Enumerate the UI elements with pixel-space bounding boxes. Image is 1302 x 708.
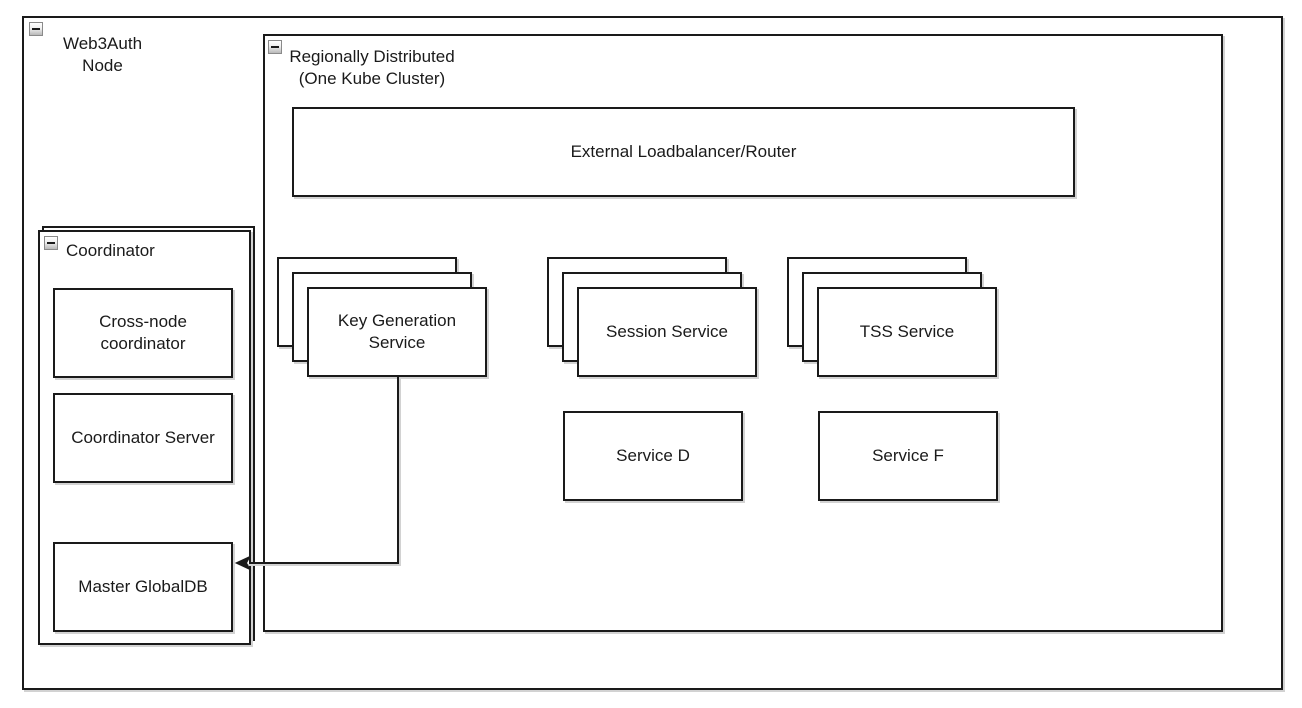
coordinator-label: Coordinator — [66, 241, 155, 260]
master-globaldb-box[interactable]: Master GlobalDB — [53, 542, 233, 632]
cross-node-coordinator-label: Cross-node coordinator — [99, 312, 187, 353]
coordinator-server-label: Coordinator Server — [71, 428, 215, 447]
key-generation-service-label: Key Generation Service — [337, 311, 457, 352]
cluster-collapse-minus-icon[interactable] — [268, 40, 282, 54]
tss-service-box[interactable]: TSS Service — [817, 287, 997, 377]
web3auth-collapse-minus-icon[interactable] — [29, 22, 43, 36]
coordinator-collapse-minus-icon[interactable] — [44, 236, 58, 250]
cross-node-coordinator-box[interactable]: Cross-node coordinator — [53, 288, 233, 378]
external-loadbalancer-label: External Loadbalancer/Router — [570, 142, 797, 161]
service-d-box[interactable]: Service D — [563, 411, 743, 501]
stack-tss-service: TSS Service — [787, 257, 999, 379]
stack-key-generation-service: Key Generation Service — [277, 257, 489, 379]
service-f-box[interactable]: Service F — [818, 411, 998, 501]
external-loadbalancer-box[interactable]: External Loadbalancer/Router — [292, 107, 1075, 197]
coordinator-server-box[interactable]: Coordinator Server — [53, 393, 233, 483]
master-globaldb-label: Master GlobalDB — [78, 577, 208, 596]
session-service-box[interactable]: Session Service — [577, 287, 757, 377]
key-generation-service-box[interactable]: Key Generation Service — [307, 287, 487, 377]
tss-service-label: TSS Service — [859, 322, 955, 341]
stack-session-service: Session Service — [547, 257, 759, 379]
service-d-label: Service D — [616, 446, 690, 465]
service-f-label: Service F — [872, 446, 944, 465]
regional-cluster-label: Regionally Distributed (One Kube Cluster… — [289, 47, 455, 88]
web3auth-node-label: Web3Auth Node — [62, 34, 143, 75]
session-service-label: Session Service — [606, 322, 728, 341]
